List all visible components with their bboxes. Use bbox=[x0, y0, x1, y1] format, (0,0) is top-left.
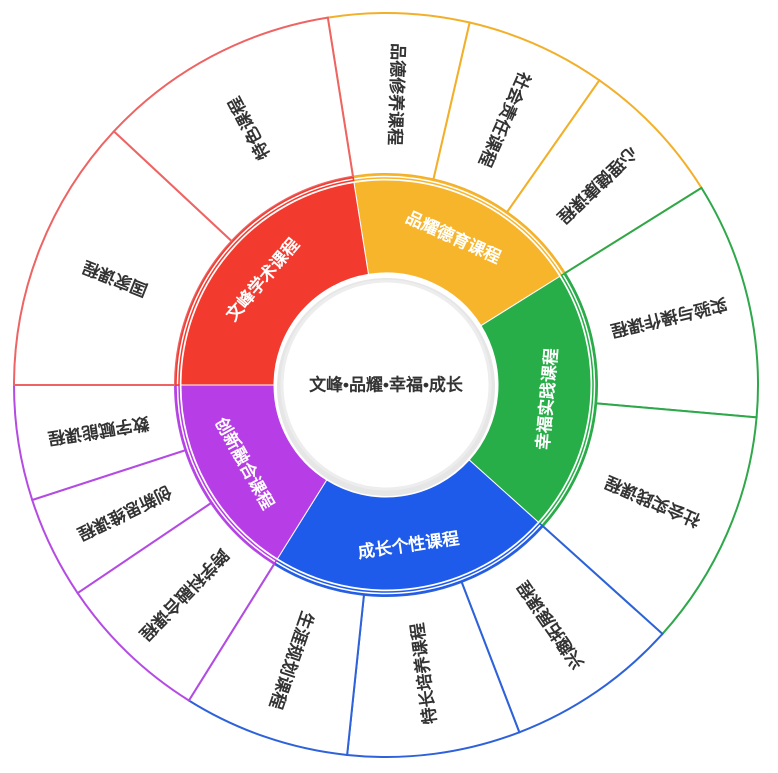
outer-segment bbox=[112, 16, 355, 243]
center-circle bbox=[280, 279, 492, 491]
inner-category-segment bbox=[180, 384, 328, 560]
inner-category-segment bbox=[468, 275, 592, 523]
inner-segment-border bbox=[175, 176, 355, 386]
inner-category-segment bbox=[276, 459, 540, 591]
inner-category-segment bbox=[353, 179, 561, 327]
outer-ring: 品德修养课程社会责任课程心理健康课程实验与操作课程社会实践课程兴趣拓展课程特长培… bbox=[12, 12, 759, 758]
outer-course-label: 品德修养课程 bbox=[385, 43, 409, 146]
center-hub: 文峰•品耀•幸福•成长 bbox=[277, 278, 495, 496]
inner-category-segment bbox=[180, 181, 370, 386]
center-label: 文峰•品耀•幸福•成长 bbox=[309, 375, 464, 395]
